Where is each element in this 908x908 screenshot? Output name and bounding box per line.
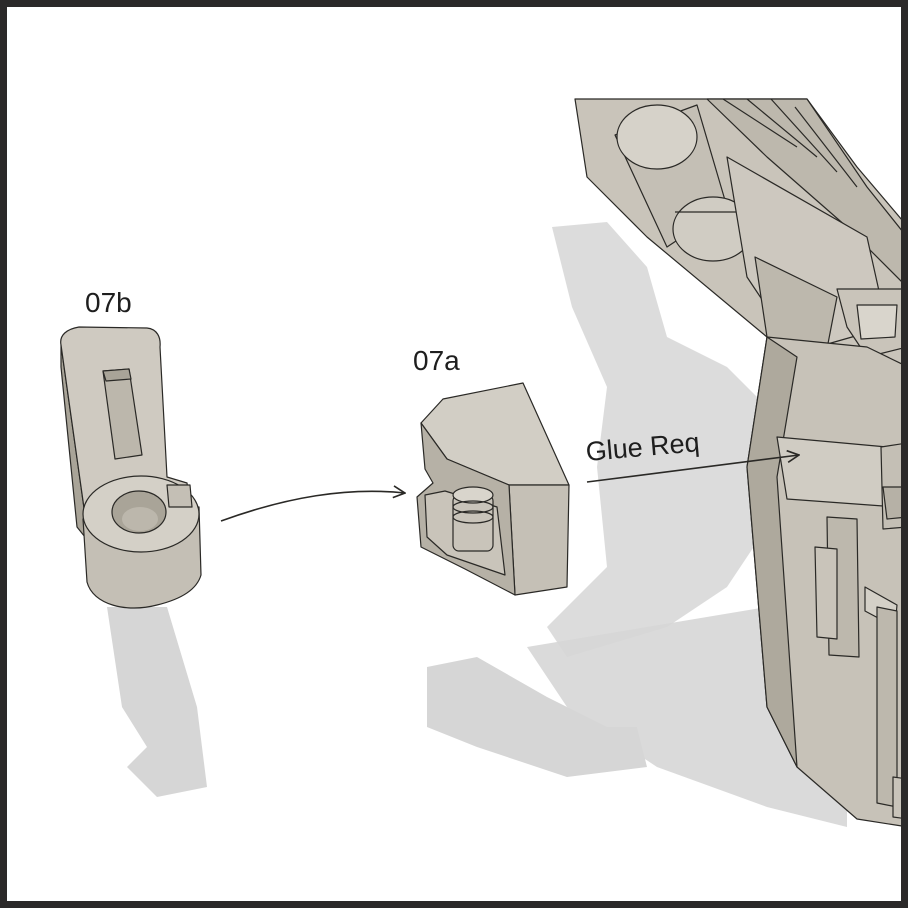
main-assembly: [574, 98, 901, 827]
arrow-07a-to-assembly: [586, 455, 799, 483]
part-label-07b: 07b: [85, 287, 132, 318]
shadow-07a: [427, 657, 647, 777]
assembly-scene: [60, 98, 901, 827]
shadow-07b: [107, 607, 207, 797]
part-07b: [60, 326, 202, 609]
shadow-assembly: [547, 222, 787, 657]
arrow-07b-to-07a: [220, 491, 405, 522]
part-07a: [416, 382, 570, 596]
part-label-07a: 07a: [413, 345, 460, 376]
